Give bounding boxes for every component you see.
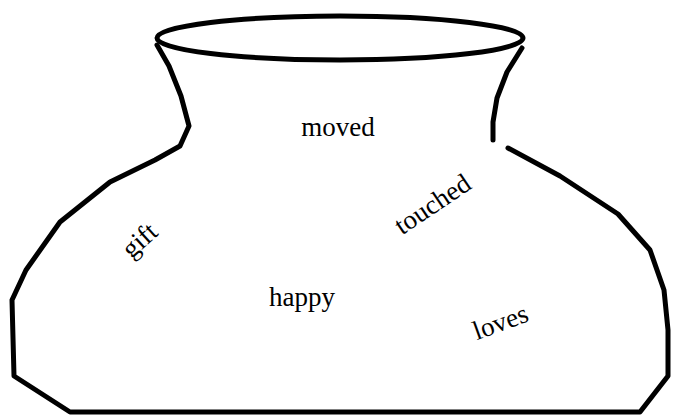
word-label: happy — [269, 284, 335, 311]
word-label: touched — [390, 169, 476, 239]
vase-line — [493, 48, 522, 140]
word-label: gift — [117, 217, 163, 262]
word-label: moved — [301, 114, 375, 141]
vase-line — [12, 45, 668, 412]
vase-rim — [157, 16, 523, 60]
word-label: loves — [469, 300, 532, 345]
